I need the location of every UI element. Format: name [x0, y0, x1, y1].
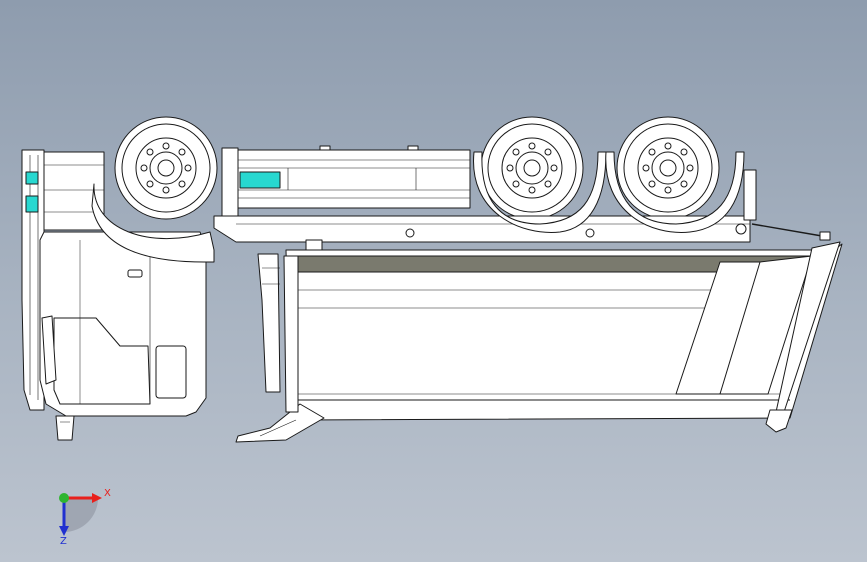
triad-shadow: [64, 498, 98, 532]
frame-bolt: [585, 228, 595, 238]
dump-body[interactable]: [235, 239, 843, 443]
tipping-rod: [751, 223, 823, 237]
chassis-side-bracket: [221, 147, 239, 219]
front-scraper: [235, 403, 325, 443]
cab-mirror: [41, 315, 57, 385]
cab-door: [53, 317, 151, 405]
cab-upper-block: [43, 151, 105, 231]
truck-cab[interactable]: [21, 149, 215, 441]
fuel-tank: [237, 149, 471, 209]
z-axis-label: Z: [60, 536, 67, 547]
cab-cyan-marker: [25, 171, 39, 185]
tank-cap: [319, 145, 331, 151]
frame-bolt: [405, 228, 415, 238]
rear-wheel-2[interactable]: [616, 116, 720, 220]
wheel-lug-nuts: [140, 142, 192, 194]
wheel-lug-nuts: [642, 142, 694, 194]
cab-door-panel: [155, 345, 187, 399]
rear-wheel-1[interactable]: [480, 116, 584, 220]
rear-fender: [605, 151, 745, 233]
cab-cyan-marker: [25, 195, 39, 213]
box-front-wall: [283, 255, 299, 413]
rod-clamp: [819, 231, 831, 241]
z-axis-arrow: [59, 526, 69, 536]
tailgate-latch: [765, 409, 793, 433]
rear-end-bracket: [743, 169, 757, 221]
y-axis-dot: [59, 493, 69, 503]
tailgate-panel: [719, 255, 813, 395]
hydraulic-cylinder: [257, 253, 281, 393]
scraper-edge: [259, 419, 297, 437]
hitch-ball: [735, 223, 747, 235]
tank-cyan-block: [239, 171, 281, 189]
x-axis-arrow: [92, 493, 102, 503]
wheel-lug-nuts: [506, 142, 558, 194]
chassis-frame[interactable]: [213, 145, 831, 243]
front-wheel[interactable]: [114, 116, 218, 220]
door-handle: [127, 269, 143, 278]
coordinate-triad: X Z: [59, 488, 111, 547]
x-axis-label: X: [104, 488, 111, 499]
front-mudguard: [91, 183, 215, 263]
frame-rail: [213, 215, 751, 243]
cab-step: [55, 415, 75, 441]
cab-front-grille: [21, 149, 45, 411]
tank-cap: [407, 145, 419, 151]
